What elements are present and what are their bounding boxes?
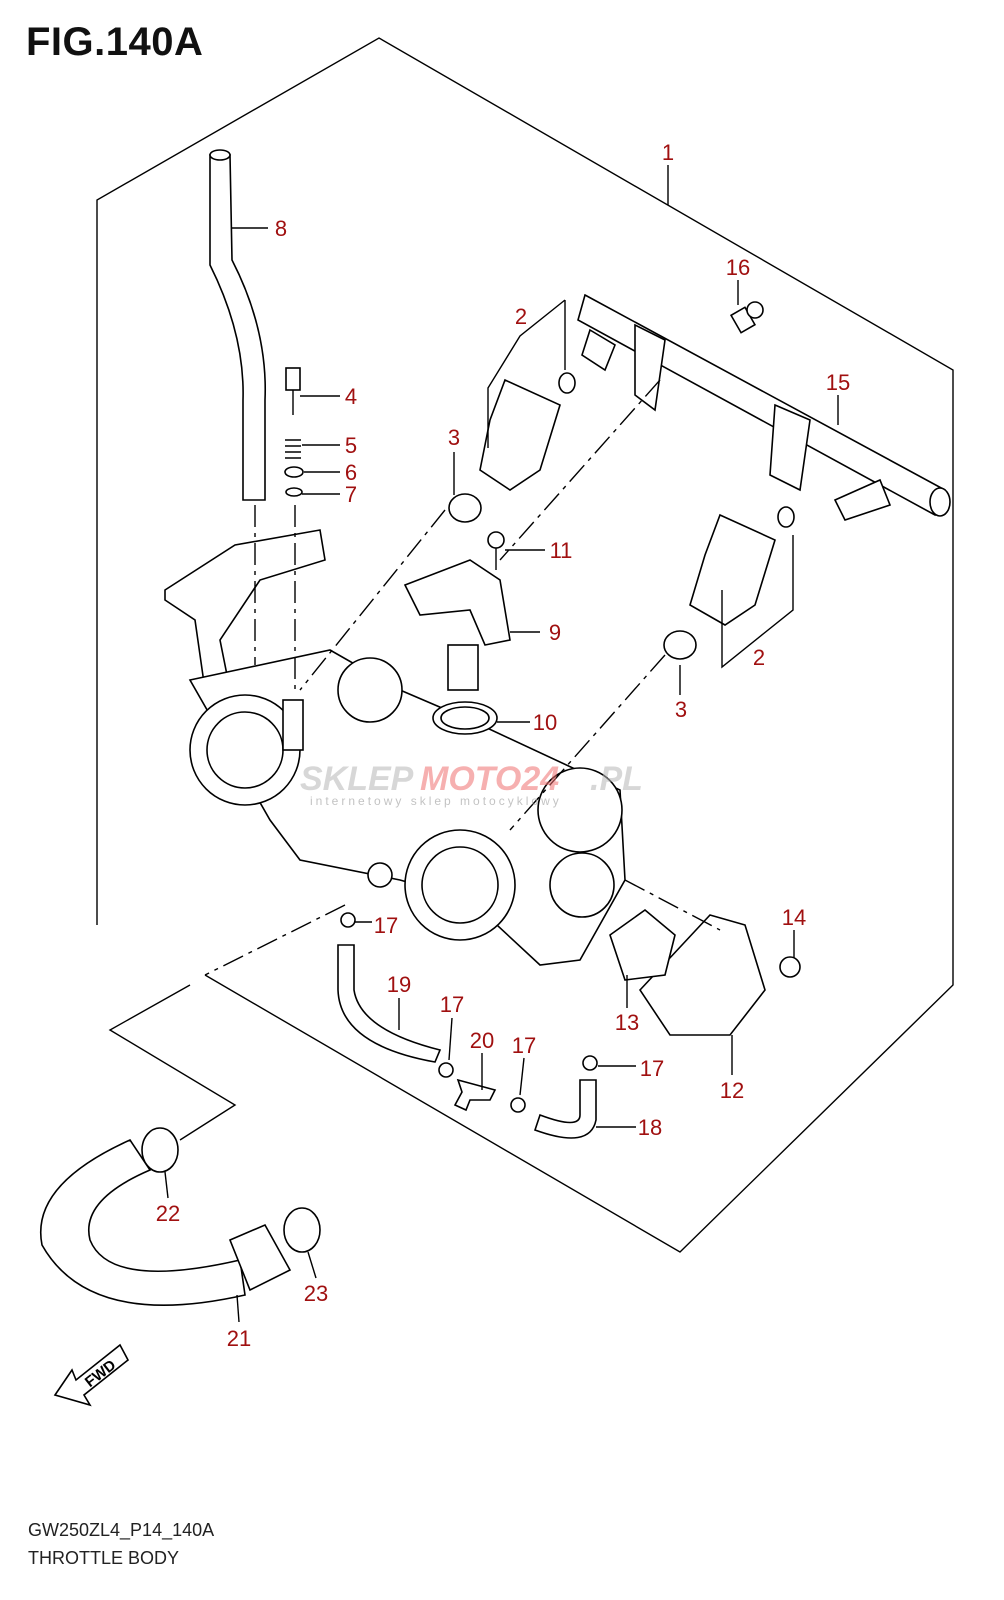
fwd-arrow-icon: FWD — [53, 1343, 130, 1407]
callout-10: 10 — [533, 710, 557, 735]
callout-14: 14 — [782, 905, 806, 930]
callout-9: 9 — [549, 620, 561, 645]
callout-8: 8 — [275, 216, 287, 241]
svg-text:internetowy sklep motocyklowy: internetowy sklep motocyklowy — [310, 794, 562, 808]
watermark-logo: SKLEP MOTO24 .PL internetowy sklep motoc… — [300, 760, 643, 808]
callout-19: 19 — [387, 972, 411, 997]
callout-17: 17 — [374, 913, 398, 938]
fuel-injector — [479, 372, 576, 491]
callout-12: 12 — [720, 1078, 744, 1103]
callout-3: 3 — [448, 425, 460, 450]
leader-lines — [164, 165, 839, 1323]
callout-1: 1 — [662, 140, 674, 165]
callout-15: 15 — [826, 370, 850, 395]
callout-7: 7 — [345, 482, 357, 507]
callout-20: 20 — [470, 1028, 494, 1053]
hose — [337, 944, 442, 1063]
callout-23: 23 — [304, 1281, 328, 1306]
fuel-injector — [689, 506, 795, 626]
diagram-code: GW250ZL4_P14_140A — [28, 1520, 215, 1540]
assembly-boundary — [96, 37, 954, 1253]
cover — [638, 914, 766, 1036]
callout-2: 2 — [515, 304, 527, 329]
callout-5: 5 — [345, 433, 357, 458]
center-lines — [204, 379, 721, 976]
callout-6: 6 — [345, 460, 357, 485]
hose-group-boundary — [108, 984, 237, 1141]
callout-13: 13 — [615, 1010, 639, 1035]
callout-17d: 17 — [640, 1056, 664, 1081]
figure-title: FIG.140A — [26, 20, 204, 64]
intake-hose — [40, 1138, 246, 1306]
callout-2b: 2 — [753, 645, 765, 670]
diagram-name: THROTTLE BODY — [28, 1548, 180, 1568]
hose — [533, 1079, 597, 1139]
svg-text:MOTO24: MOTO24 — [420, 760, 559, 798]
callout-22: 22 — [156, 1201, 180, 1226]
callout-3b: 3 — [675, 697, 687, 722]
callout-16: 16 — [726, 255, 750, 280]
svg-text:SKLEP: SKLEP — [300, 760, 414, 798]
callout-18: 18 — [638, 1115, 662, 1140]
callout-17c: 17 — [512, 1033, 536, 1058]
breather-hose — [209, 154, 267, 501]
callout-21: 21 — [227, 1326, 251, 1351]
callout-17b: 17 — [440, 992, 464, 1017]
callout-11: 11 — [550, 538, 573, 563]
callout-4: 4 — [345, 384, 357, 409]
svg-text:.PL: .PL — [590, 760, 643, 798]
fuel-delivery-pipe — [577, 293, 947, 517]
sensor — [403, 559, 511, 646]
callout-labels: 1 16 2 15 8 4 5 6 7 3 11 9 2 10 3 14 17 … — [156, 140, 850, 1351]
